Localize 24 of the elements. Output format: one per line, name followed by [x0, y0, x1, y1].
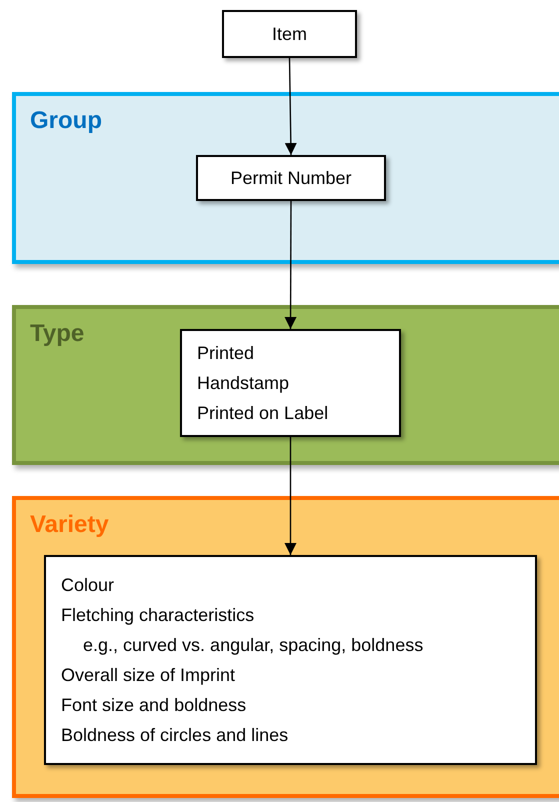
- process-box: [180, 329, 401, 437]
- band-title: Variety: [30, 510, 109, 540]
- band-title: Group: [30, 106, 102, 136]
- box-text: e.g., curved vs. angular, spacing, boldness: [82, 634, 424, 657]
- group-band: [12, 496, 559, 798]
- process-box: [222, 10, 357, 58]
- arrow: [284, 58, 297, 156]
- group-band: [12, 305, 559, 465]
- band-title: Type: [30, 319, 84, 349]
- box-text: Boldness of circles and lines: [61, 724, 288, 747]
- box-text: Handstamp: [197, 372, 290, 395]
- box-text: Colour: [61, 574, 114, 597]
- box-text: Overall size of Imprint: [61, 664, 236, 687]
- group-band: [12, 92, 559, 264]
- process-box: [196, 155, 386, 201]
- arrow: [284, 201, 297, 329]
- arrow: [284, 437, 296, 555]
- box-text: Printed: [197, 342, 254, 365]
- box-text: Fletching characteristics: [61, 604, 254, 627]
- box-text: Permit Number: [230, 167, 352, 190]
- box-text: Item: [272, 23, 307, 46]
- process-box: [44, 555, 537, 765]
- box-text: Font size and boldness: [61, 694, 246, 717]
- box-text: Printed on Label: [197, 402, 328, 425]
